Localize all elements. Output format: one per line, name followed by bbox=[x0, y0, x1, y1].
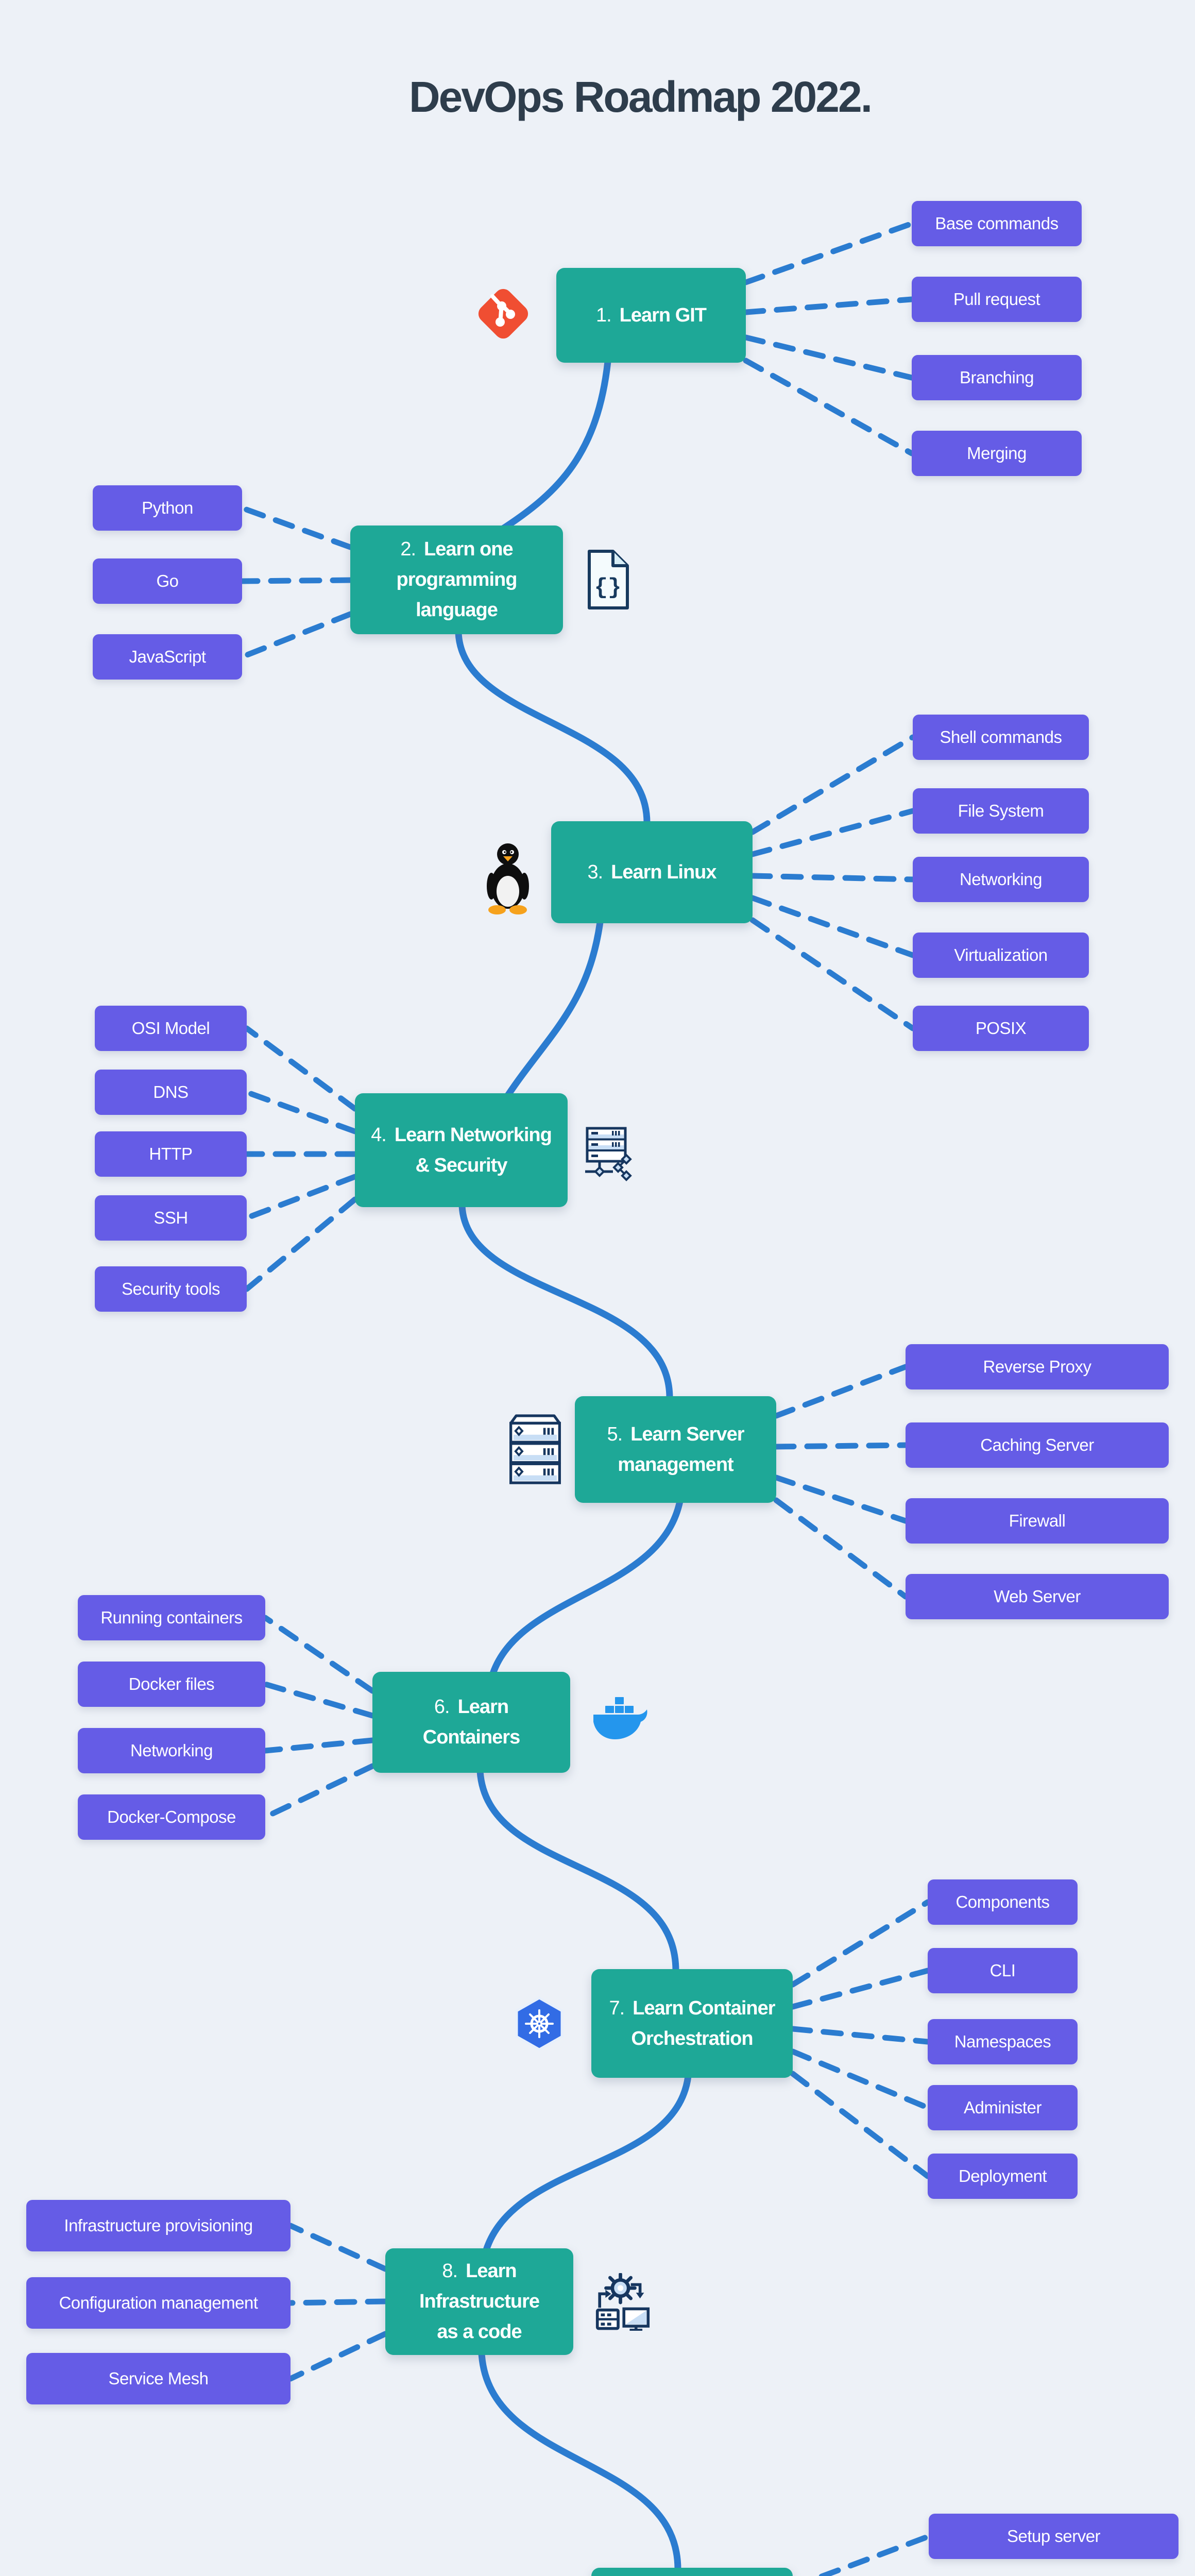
node-label: Learn Infrastructure as a code bbox=[419, 2260, 540, 2343]
node-card-infrastructure-as-code: 8.Learn Infrastructure as a code bbox=[385, 2248, 573, 2355]
node-label: Learn Networking & Security bbox=[394, 1124, 552, 1176]
satellite-box: Namespaces bbox=[928, 2019, 1078, 2064]
docker-whale-icon bbox=[590, 1696, 650, 1745]
satellite-box: Networking bbox=[78, 1728, 265, 1773]
node-label: Learn Linux bbox=[611, 861, 716, 883]
satellite-box: File System bbox=[913, 788, 1089, 834]
satellite-box: Configuration management bbox=[26, 2277, 291, 2329]
satellite-box: CLI bbox=[928, 1948, 1078, 1993]
satellite-box: DNS bbox=[95, 1070, 247, 1115]
satellite-box: Service Mesh bbox=[26, 2353, 291, 2404]
node-number: 2. bbox=[400, 538, 416, 561]
node-label: Learn GIT bbox=[619, 304, 707, 326]
satellite-box: Web Server bbox=[906, 1574, 1169, 1619]
satellite-box: Merging bbox=[912, 431, 1082, 476]
node-card-container-orchestration: 7. Learn Container Orchestration bbox=[591, 1969, 793, 2078]
network-security-icon bbox=[582, 1124, 643, 1185]
node-card-learn-linux: 3. Learn Linux bbox=[551, 821, 753, 923]
satellite-box: Security tools bbox=[95, 1266, 247, 1312]
code-file-icon: {} bbox=[584, 548, 633, 611]
satellite-box: Infrastructure provisioning bbox=[26, 2200, 291, 2251]
satellite-box: Shell commands bbox=[913, 715, 1089, 760]
satellite-box: Running containers bbox=[78, 1595, 265, 1640]
satellite-box: JavaScript bbox=[93, 634, 242, 680]
satellite-box: Pull request bbox=[912, 277, 1082, 322]
svg-text:{}: {} bbox=[594, 575, 622, 601]
node-card-learn-containers: 6.Learn Containers bbox=[372, 1672, 570, 1773]
node-number: 3. bbox=[587, 861, 603, 883]
node-number: 1. bbox=[595, 304, 612, 326]
satellite-box: Setup server bbox=[929, 2514, 1179, 2559]
git-icon bbox=[472, 282, 535, 345]
node-card-learn-cicd: 9.Learn CI/CD bbox=[591, 2568, 793, 2576]
satellite-box: Docker-Compose bbox=[78, 1794, 265, 1840]
satellite-box: HTTP bbox=[95, 1131, 247, 1177]
node-label: Learn one programming language bbox=[396, 538, 518, 621]
node-number: 5. bbox=[607, 1423, 623, 1445]
node-card-learn-git: 1. Learn GIT bbox=[556, 268, 746, 363]
linux-tux-icon bbox=[483, 839, 533, 916]
satellite-box: Python bbox=[93, 485, 242, 531]
node-number: 6. bbox=[434, 1696, 450, 1718]
kubernetes-icon bbox=[511, 1995, 567, 2053]
node-label: Learn Server management bbox=[618, 1423, 744, 1476]
satellite-box: Virtualization bbox=[913, 933, 1089, 978]
satellite-box: Caching Server bbox=[906, 1422, 1169, 1468]
page-title: DevOps Roadmap 2022. bbox=[408, 73, 873, 122]
satellite-box: Components bbox=[928, 1879, 1078, 1925]
server-rack-icon bbox=[508, 1414, 562, 1487]
satellite-box: Base commands bbox=[912, 201, 1082, 246]
satellite-box: POSIX bbox=[913, 1006, 1089, 1051]
satellite-box: Reverse Proxy bbox=[906, 1344, 1169, 1389]
node-number: 8. bbox=[442, 2260, 458, 2282]
node-card-server-management: 5.Learn Server management bbox=[575, 1396, 776, 1503]
node-label: Learn Container Orchestration bbox=[631, 1997, 775, 2049]
satellite-box: Go bbox=[93, 558, 242, 604]
satellite-box: Branching bbox=[912, 355, 1082, 400]
node-card-programming-language: 2.Learn one programming language bbox=[350, 526, 563, 634]
node-label: Learn Containers bbox=[422, 1696, 520, 1748]
satellite-box: Firewall bbox=[906, 1498, 1169, 1544]
satellite-box: Administer bbox=[928, 2085, 1078, 2130]
satellite-box: Networking bbox=[913, 857, 1089, 902]
satellite-box: Deployment bbox=[928, 2154, 1078, 2199]
satellite-box: OSI Model bbox=[95, 1006, 247, 1051]
satellite-box: SSH bbox=[95, 1195, 247, 1241]
node-card-networking-security: 4. Learn Networking & Security bbox=[355, 1093, 568, 1207]
node-number: 7. bbox=[609, 1997, 625, 2019]
node-number: 4. bbox=[371, 1124, 387, 1146]
iac-automation-icon bbox=[594, 2273, 652, 2331]
satellite-box: Docker files bbox=[78, 1662, 265, 1707]
